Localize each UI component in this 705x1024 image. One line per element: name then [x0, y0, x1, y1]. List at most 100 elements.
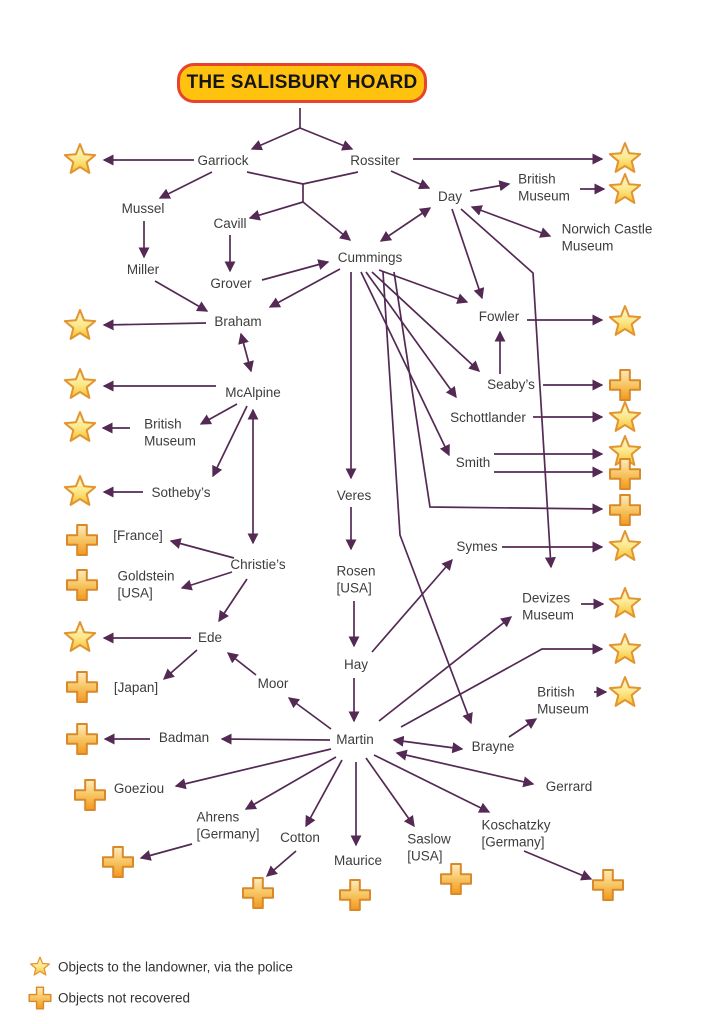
node-saslow-line: [USA] [407, 848, 443, 863]
arrow-rossiter-to-junction-mid [302, 171, 359, 185]
arrow-christies-to-ede [218, 578, 248, 623]
node-sothebys: Sotheby’s [151, 485, 210, 502]
arrow-martin-to-brayne [392, 735, 464, 754]
node-garriock-line: Garriock [197, 152, 249, 168]
node-gerrard-line: Gerrard [545, 778, 593, 794]
node-saslow: Saslow[USA] [407, 832, 451, 865]
arrow-hay-to-symes [371, 558, 453, 653]
star-icon [608, 142, 642, 173]
cross-icon [609, 494, 641, 526]
star-icon [63, 143, 97, 174]
arrow-cummings-to-fowler [378, 269, 469, 304]
node-rosen-line: Rosen [336, 563, 376, 579]
star-icon [608, 401, 642, 432]
arrow-martin-to-ahrens [244, 756, 337, 810]
node-cummings-line: Cummings [337, 249, 403, 265]
cross-icon [66, 671, 98, 703]
cross-icon [66, 569, 98, 601]
arrow-mcalpine-to-sothebys [212, 405, 248, 478]
node-grover-line: Grover [210, 275, 252, 291]
node-koschatzky-line: [Germany] [481, 834, 545, 849]
node-cummings: Cummings [338, 250, 403, 267]
arrow-christies-to-france [169, 538, 235, 559]
node-badman: Badman [159, 730, 209, 747]
cross-icon [609, 458, 641, 490]
arrow-ahrens-to-cross-left-6 [139, 843, 193, 861]
node-miller-line: Miller [126, 261, 160, 277]
node-symes-line: Symes [456, 538, 498, 554]
legend-star-label: Objects to the landowner, via the police [58, 959, 293, 975]
node-veres: Veres [337, 488, 372, 505]
arrow-mcalpine-to-british-museum-left [199, 403, 238, 425]
cross-icon [74, 779, 106, 811]
arrow-ede-to-japan [162, 649, 198, 680]
arrow-junction-top-to-garriock [250, 127, 301, 151]
node-veres-line: Veres [336, 487, 372, 503]
node-martin-line: Martin [336, 731, 374, 747]
arrow-junction-top-to-rossiter [299, 127, 354, 151]
diagram-title-text: THE SALISBURY HOARD [186, 72, 418, 93]
node-goldstein: Goldstein[USA] [117, 569, 174, 602]
arrow-martin-to-devizes-museum [378, 616, 513, 722]
star-icon [63, 621, 97, 652]
node-koschatzky-line: Koschatzky [481, 817, 551, 833]
arrow-christies-to-goldstein [180, 571, 233, 591]
star-icon [63, 368, 97, 399]
cross-icon [28, 986, 52, 1010]
node-schottlander-line: Schottlander [450, 409, 526, 425]
arrow-day-to-norwich-castle-museum [470, 205, 552, 238]
node-koschatzky: Koschatzky[Germany] [481, 818, 550, 851]
node-gerrard: Gerrard [546, 779, 593, 796]
star-icon [63, 411, 97, 442]
node-hay-line: Hay [343, 656, 369, 672]
arrow-braham-to-mcalpine [238, 332, 254, 373]
node-seabys: Seaby’s [487, 377, 535, 394]
node-norwich-castle-museum-line: Norwich Castle [561, 221, 653, 237]
arrow-moor-to-ede [226, 652, 257, 676]
arrow-junction-mid2-to-cummings [302, 201, 352, 241]
arrow-cummings-to-schottlander [365, 271, 457, 399]
node-norwich-castle-museum-line: Museum [561, 238, 614, 253]
node-moor: Moor [258, 676, 289, 693]
node-france: [France] [113, 528, 163, 545]
node-rosen-line: [USA] [336, 580, 372, 595]
arrow-martin-to-star-right-8 [400, 643, 604, 728]
node-british-museum-right-line: Museum [537, 701, 589, 716]
node-hay: Hay [344, 657, 368, 674]
arrow-martin-to-cotton [305, 759, 343, 828]
star-icon [63, 309, 97, 340]
node-braham: Braham [214, 314, 261, 331]
node-christies-line: Christie’s [230, 556, 286, 572]
node-seabys-line: Seaby’s [487, 376, 535, 392]
star-icon [608, 530, 642, 561]
node-grover: Grover [210, 276, 251, 293]
node-moor-line: Moor [257, 675, 289, 691]
node-cavill: Cavill [213, 216, 246, 233]
star-icon [63, 475, 97, 506]
node-devizes-museum-line: Devizes [522, 590, 571, 606]
node-ede: Ede [198, 630, 222, 647]
arrow-garriock-to-mussel [158, 171, 213, 199]
node-british-museum-right-line: British [537, 684, 575, 700]
node-mussel: Mussel [122, 201, 165, 218]
star-icon [608, 587, 642, 618]
node-cotton-line: Cotton [280, 829, 320, 845]
node-martin: Martin [336, 732, 374, 749]
arrow-cummings-to-day [379, 207, 432, 242]
node-goeziou: Goeziou [114, 781, 164, 798]
node-smith-line: Smith [455, 454, 491, 470]
node-goldstein-line: [USA] [117, 585, 153, 600]
arrow-cummings-to-cross-right-3 [393, 271, 604, 515]
arrow-day-to-british-museum-top [469, 180, 511, 192]
arrow-day-to-fowler [451, 208, 485, 300]
node-christies: Christie’s [230, 557, 285, 574]
node-maurice: Maurice [334, 853, 382, 870]
node-ahrens-line: Ahrens [196, 809, 240, 825]
node-ahrens: Ahrens[Germany] [196, 810, 259, 843]
node-cavill-line: Cavill [213, 215, 247, 231]
cross-icon [440, 863, 472, 895]
node-braham-line: Braham [214, 313, 262, 329]
